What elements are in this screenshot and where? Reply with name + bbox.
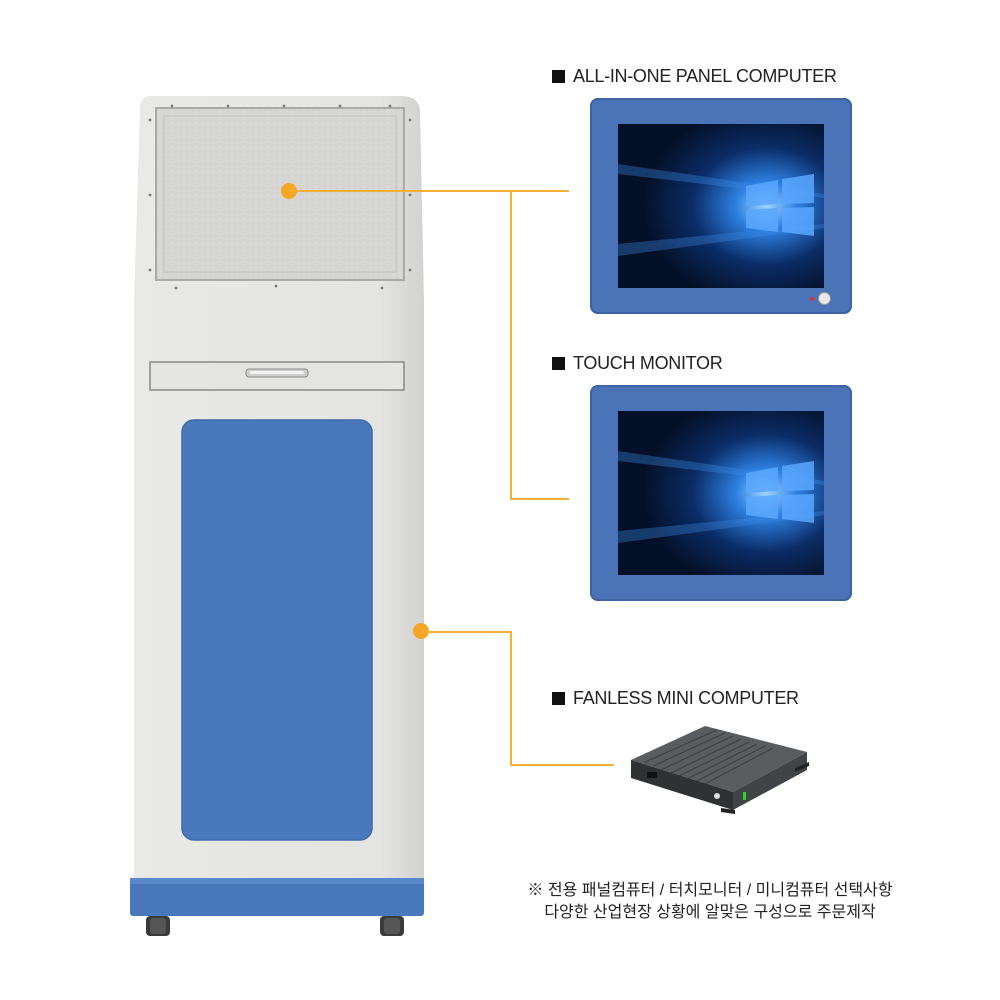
note-line-2: 다양한 산업현장 상황에 알맞은 구성으로 주문제작 xyxy=(544,904,876,921)
kiosk-base xyxy=(130,878,424,916)
led-indicator-icon xyxy=(810,297,814,301)
power-button-icon xyxy=(818,292,831,305)
square-bullet-icon xyxy=(552,357,565,370)
square-bullet-icon xyxy=(552,692,565,705)
connector-line xyxy=(510,631,512,765)
blue-door-panel xyxy=(182,420,372,840)
connector-line xyxy=(510,190,512,498)
windows-wallpaper xyxy=(618,411,824,575)
connector-line xyxy=(421,631,511,633)
mini-computer-label: FANLESS MINI COMPUTER xyxy=(552,688,799,709)
connector-line xyxy=(289,190,569,192)
windows-wallpaper xyxy=(618,124,824,288)
display-cavity xyxy=(155,107,405,281)
connector-line xyxy=(510,764,614,766)
custom-order-note: ※ 전용 패널컴퓨터 / 터치모니터 / 미니컴퓨터 선택사항 다양한 산업현장… xyxy=(490,880,930,924)
kiosk-illustration xyxy=(130,96,424,936)
touch-monitor-label: TOUCH MONITOR xyxy=(552,353,723,374)
mini-computer-image xyxy=(631,726,809,814)
panel-computer-label: ALL-IN-ONE PANEL COMPUTER xyxy=(552,66,837,87)
connector-line xyxy=(510,498,569,500)
keyboard-drawer xyxy=(149,361,405,391)
note-line-1: ※ 전용 패널컴퓨터 / 터치모니터 / 미니컴퓨터 선택사항 xyxy=(527,882,893,899)
panel-computer-image xyxy=(590,98,852,314)
touch-monitor-image xyxy=(590,385,852,601)
caster-wheels xyxy=(146,916,404,936)
square-bullet-icon xyxy=(552,70,565,83)
